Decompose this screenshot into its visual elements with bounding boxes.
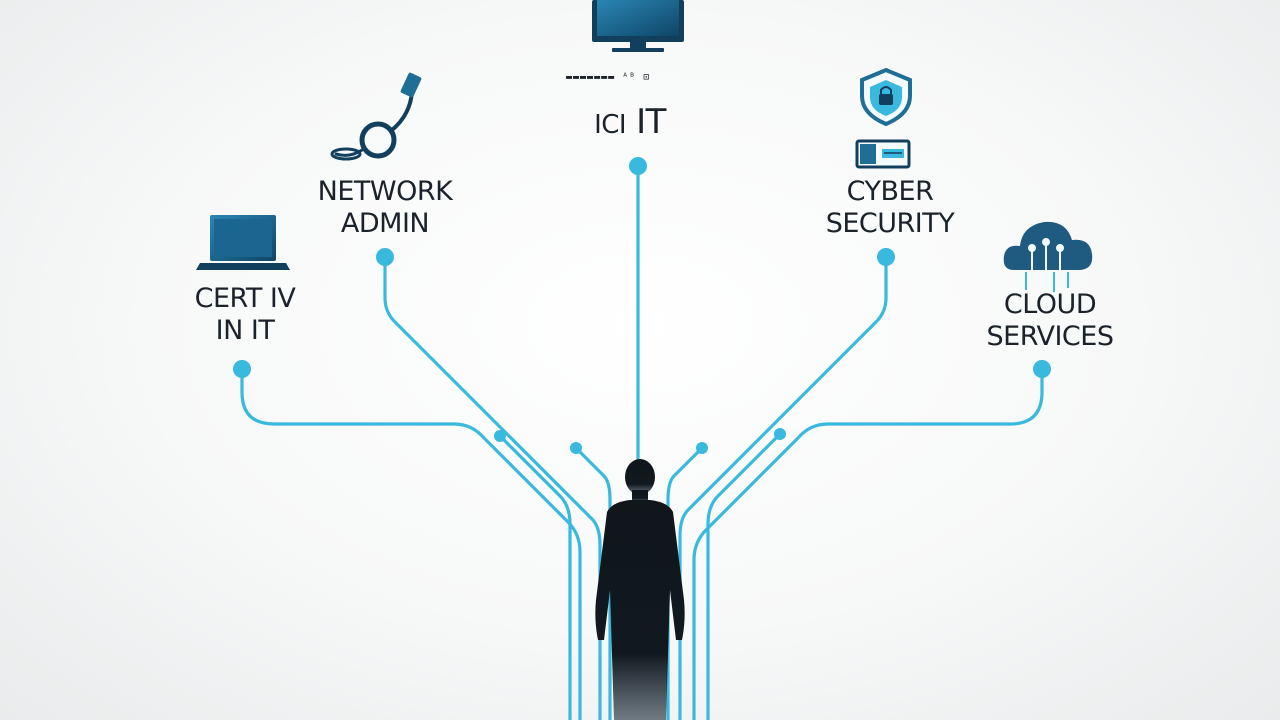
node-dot-cyber bbox=[877, 248, 895, 266]
branch-line-mid-left-a bbox=[498, 434, 572, 720]
branch-line-network bbox=[383, 255, 602, 720]
cyber-label-line2: SECURITY bbox=[825, 208, 955, 239]
cloud-label-line2: SERVICES bbox=[986, 321, 1114, 352]
branch-line-mid-right-b bbox=[666, 446, 704, 720]
branch-line-mid-left-b bbox=[574, 446, 612, 720]
laptop-icon bbox=[196, 215, 290, 270]
it-label-text: IT bbox=[636, 102, 666, 142]
node-dot-small bbox=[570, 442, 582, 454]
cert-label-line2: IN IT bbox=[215, 315, 275, 346]
network-admin-label: NETWORK ADMIN bbox=[290, 176, 480, 240]
network-label-line1: NETWORK bbox=[317, 176, 453, 207]
cable-icon bbox=[330, 72, 422, 161]
cloud-label-line1: CLOUD bbox=[1003, 289, 1097, 320]
node-dot-small bbox=[696, 442, 708, 454]
cyber-security-label: CYBER SECURITY bbox=[795, 176, 985, 240]
cert-label-line1: CERT IV bbox=[194, 283, 296, 314]
branch-line-mid-right-a bbox=[706, 432, 782, 720]
node-dot-network bbox=[376, 248, 394, 266]
branch-line-cyber bbox=[678, 255, 888, 720]
monitor-icon bbox=[592, 0, 684, 52]
it-mark: ICI bbox=[594, 110, 627, 140]
node-dot-small bbox=[494, 430, 506, 442]
node-dot-cloud bbox=[1033, 360, 1051, 378]
network-label-line2: ADMIN bbox=[340, 208, 430, 239]
cloud-network-icon bbox=[1003, 221, 1093, 292]
person-silhouette bbox=[595, 459, 685, 720]
node-dot-it bbox=[629, 157, 647, 175]
branch-line-cloud bbox=[692, 367, 1044, 720]
it-label: ICI IT bbox=[560, 105, 700, 141]
cloud-services-label: CLOUD SERVICES bbox=[955, 289, 1145, 353]
branch-line-cert bbox=[240, 367, 582, 720]
it-glyph-strip: ▬▬▬▬▬▬▬ ᴬᴮ ⊡ bbox=[566, 72, 651, 83]
cyber-label-line1: CYBER bbox=[846, 176, 934, 207]
server-box-icon bbox=[855, 139, 911, 169]
cert-iv-label: CERT IV IN IT bbox=[150, 283, 340, 347]
node-dot-cert bbox=[233, 360, 251, 378]
node-dot-small bbox=[774, 428, 786, 440]
shield-lock-icon bbox=[860, 67, 912, 127]
